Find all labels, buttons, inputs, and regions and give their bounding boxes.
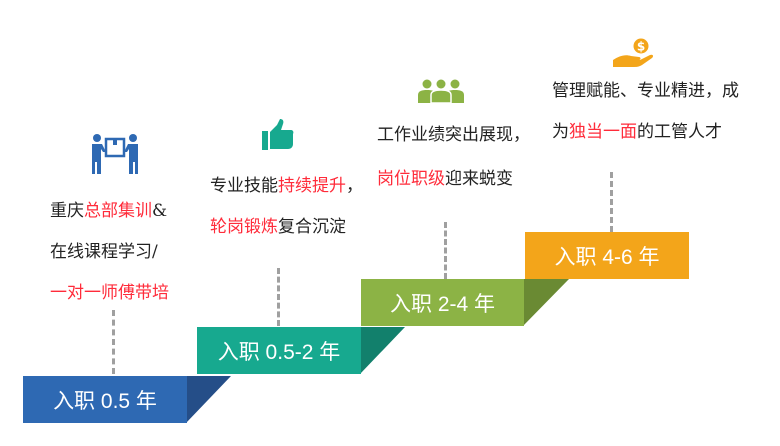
description-line: 工作业绩突出展现， — [377, 125, 530, 169]
description-line: 专业技能持续提升， — [210, 176, 363, 217]
hand-dollar-icon: $ — [613, 38, 654, 67]
step-4-label: 入职 4-6 年 — [554, 245, 660, 269]
connector-line-1 — [112, 310, 115, 374]
step-2-shade — [360, 327, 405, 374]
description-text: 的工管人才 — [637, 122, 722, 142]
connector-line-4 — [610, 172, 613, 232]
highlight-text: 一对一师傅带培 — [50, 283, 169, 303]
connector-line-3 — [444, 222, 447, 279]
connector-line-2 — [277, 268, 280, 326]
svg-text:$: $ — [637, 40, 645, 54]
step-1-shade — [186, 376, 231, 423]
description-text: 为 — [552, 122, 569, 142]
description-line: 一对一师傅带培 — [50, 283, 169, 324]
highlight-text: 岗位职级 — [377, 169, 445, 189]
stage-3-description: 工作业绩突出展现， 岗位职级迎来蜕变 — [377, 125, 530, 213]
description-line: 管理赋能、专业精进，成 — [552, 81, 739, 122]
description-text: 复合沉淀 — [278, 217, 346, 237]
thumbs-up-icon — [262, 119, 294, 150]
description-line: 轮岗锻炼复合沉淀 — [210, 217, 363, 258]
highlight-text: 独当一面 — [569, 122, 637, 142]
description-text: 重庆 — [50, 201, 84, 221]
step-3-bar: 入职 2-4 年 — [361, 279, 524, 326]
step-2-label: 入职 0.5-2 年 — [217, 340, 341, 364]
description-text: 管理赋能、专业精进，成 — [552, 81, 739, 101]
highlight-text: 轮岗锻炼 — [210, 217, 278, 237]
description-line: 为独当一面的工管人才 — [552, 122, 739, 163]
description-text: ， — [346, 176, 363, 196]
description-line: 岗位职级迎来蜕变 — [377, 169, 530, 213]
people-carrying-box-icon — [92, 134, 138, 174]
step-3-shade — [523, 279, 569, 326]
step-1-label: 入职 0.5 年 — [53, 389, 157, 413]
description-text: & — [152, 201, 168, 221]
description-text: 专业技能 — [210, 176, 278, 196]
team-people-icon — [418, 79, 464, 103]
step-3-label: 入职 2-4 年 — [389, 292, 496, 316]
stage-2-description: 专业技能持续提升，轮岗锻炼复合沉淀 — [210, 176, 363, 258]
description-text: 工作业绩突出展现， — [377, 125, 530, 145]
description-line: 在线课程学习/ — [50, 242, 169, 283]
description-text: 在线课程学习/ — [50, 242, 158, 262]
step-4-bar: 入职 4-6 年 — [525, 232, 689, 279]
highlight-text: 总部集训 — [84, 201, 152, 221]
stage-4-description: 管理赋能、专业精进，成为独当一面的工管人才 — [552, 81, 739, 163]
highlight-text: 持续提升 — [278, 176, 346, 196]
description-line: 重庆总部集训& — [50, 201, 169, 242]
stage-1-description: 重庆总部集训&在线课程学习/一对一师傅带培 — [50, 201, 169, 324]
description-text: 迎来蜕变 — [445, 169, 513, 189]
step-2-bar: 入职 0.5-2 年 — [197, 327, 361, 374]
step-1-bar: 入职 0.5 年 — [23, 376, 187, 423]
